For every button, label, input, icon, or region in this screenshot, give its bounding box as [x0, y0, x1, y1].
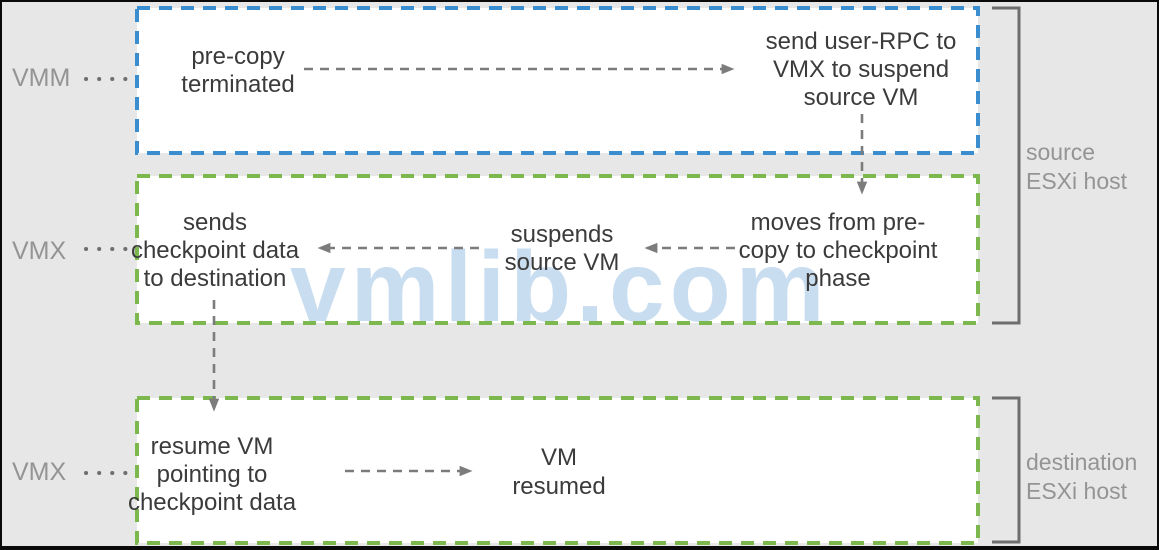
- destination-host-label: destination ESXi host: [1026, 448, 1137, 506]
- node-line: VMX to suspend: [772, 56, 950, 83]
- lane-label-vmm: VMM: [12, 64, 71, 92]
- vmx-destination-box-border: [135, 396, 980, 545]
- node-line: resumed: [512, 473, 606, 500]
- node-line: to destination: [143, 265, 287, 292]
- host-label-line: destination: [1026, 449, 1138, 475]
- host-label-line: ESXi host: [1026, 168, 1127, 194]
- node-line: phase: [805, 265, 871, 292]
- node-line: checkpoint data: [127, 489, 297, 516]
- node-line: terminated: [181, 71, 295, 98]
- node-line: copy to checkpoint: [738, 237, 938, 264]
- node-line: suspends: [510, 221, 614, 248]
- node-line: source VM: [504, 249, 620, 276]
- source-host-bracket: [992, 6, 1021, 325]
- watermark-text: vmlib.com: [290, 231, 830, 343]
- vmm-box-border: [135, 6, 980, 155]
- destination-host-bracket: [992, 396, 1021, 544]
- node-line: resume VM: [150, 433, 274, 460]
- node-vm-resumed: VM resumed: [496, 443, 622, 501]
- node-line: VM: [541, 444, 577, 471]
- lane-label-vmx-source: VMX: [12, 237, 67, 265]
- host-label-line: ESXi host: [1026, 478, 1127, 504]
- vmx-source-box-fill: [137, 176, 978, 323]
- node-line: sends: [182, 209, 248, 236]
- node-line: moves from pre-: [750, 209, 926, 236]
- vmx-destination-box-fill: [137, 398, 978, 543]
- node-line: source VM: [803, 84, 919, 111]
- vmm-box-fill: [137, 8, 978, 153]
- lane-label-vmx-destination: VMX: [12, 458, 67, 486]
- vmx-source-box-border: [135, 174, 980, 325]
- node-precopy-terminated: pre-copy terminated: [140, 43, 336, 99]
- node-line: send user-RPC to: [765, 28, 957, 55]
- node-resume-vm: resume VM pointing to checkpoint data: [117, 433, 307, 517]
- node-sends-checkpoint-data: sends checkpoint data to destination: [123, 209, 307, 293]
- node-send-user-rpc: send user-RPC to VMX to suspend source V…: [744, 28, 978, 112]
- node-moves-to-checkpoint: moves from pre- copy to checkpoint phase: [726, 209, 950, 293]
- node-suspends-source-vm: suspends source VM: [487, 221, 637, 277]
- node-line: checkpoint data: [130, 237, 300, 264]
- node-line: pre-copy: [191, 43, 285, 70]
- source-host-label: source ESXi host: [1026, 138, 1127, 196]
- host-label-line: source: [1026, 139, 1096, 165]
- node-line: pointing to: [156, 461, 268, 488]
